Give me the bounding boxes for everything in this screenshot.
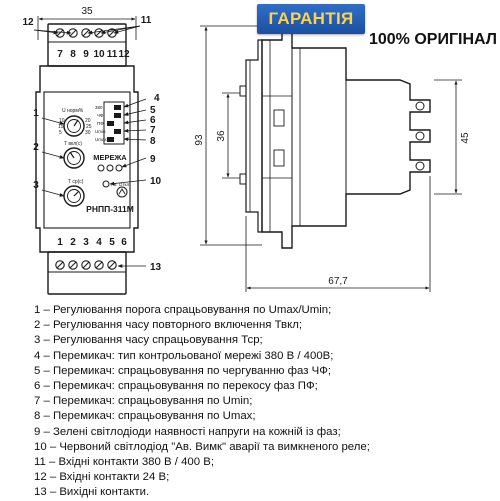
led-phase-2 xyxy=(106,164,114,172)
knob-u xyxy=(63,115,85,137)
callout-12: 12 xyxy=(22,17,34,28)
callout-1: 1 xyxy=(33,108,39,119)
terminal-number: 10 xyxy=(93,49,105,60)
terminal-number: 1 xyxy=(57,237,63,248)
terminal-number: 8 xyxy=(70,49,76,60)
u-tick: 10 xyxy=(59,118,65,124)
terminal-number: 2 xyxy=(70,237,76,248)
callout-4: 4 xyxy=(154,93,160,104)
u-tick: 15 xyxy=(58,124,64,130)
width-dimension-label: 35 xyxy=(81,6,93,17)
legend-item: 8 – Перемикач: спрацьовування по Umax; xyxy=(34,410,256,423)
bottom-terminal-numbers: 1 2 3 4 5 6 xyxy=(57,237,127,248)
bottom-screw-row xyxy=(55,260,117,270)
legend-item: 5 – Перемикач: спрацьовування по чергува… xyxy=(34,364,332,377)
side-view xyxy=(200,19,462,292)
switch-label: Umin xyxy=(95,129,106,134)
legend-item: 12 – Вхідні контакти 24 В; xyxy=(34,471,170,484)
legend-item: 10 – Червоний світлодіод "Ав. Вимк" авар… xyxy=(34,440,370,453)
switch-label: Umax xyxy=(95,137,108,142)
dip-switches xyxy=(107,105,121,142)
terminal-number: 7 xyxy=(57,49,63,60)
legend-item: 9 – Зелені світлодіоди наявності напруги… xyxy=(34,425,341,438)
u-tick: 20 xyxy=(85,118,91,124)
model-label: РНПП-311М xyxy=(86,204,134,214)
legend-list: 1 – Регулювання порога спрацьовування по… xyxy=(34,303,494,501)
led-fault xyxy=(102,180,110,188)
legend-item: 3 – Регулювання часу спрацьовування Тср; xyxy=(34,334,263,347)
u-tick: 30 xyxy=(85,130,91,136)
callout-5: 5 xyxy=(150,105,156,116)
led-phase-1 xyxy=(97,164,105,172)
u-tick: 25 xyxy=(86,124,92,130)
mains-label: МЕРЕЖА xyxy=(93,153,127,162)
terminal-number: 4 xyxy=(96,237,102,248)
callout-10: 10 xyxy=(150,176,162,187)
callout-9: 9 xyxy=(150,154,156,165)
panel-u-label: U норм% xyxy=(62,108,84,114)
legend-item: 11 – Вхідні контакти 380 В / 400 В; xyxy=(34,456,215,469)
terminal-number: 6 xyxy=(121,237,127,248)
legend-item: 4 – Перемикач: тип контрольованої мережі… xyxy=(34,349,334,362)
legend-item: 7 – Перемикач: спрацьовування по Umin; xyxy=(34,395,253,408)
legend-item: 2 – Регулювання часу повторного включенн… xyxy=(34,319,303,332)
guarantee-badge: ГАРАНТІЯ xyxy=(257,4,365,34)
legend-item: 6 – Перемикач: спрацьовування по перекос… xyxy=(34,380,318,393)
top-terminal-numbers: 7 8 9 10 11 12 xyxy=(57,49,130,60)
legend-item: 13 – Вихідні контакти. xyxy=(34,486,150,499)
right-dimension-label: 45 xyxy=(460,132,471,144)
switch-label: 380 xyxy=(95,105,103,110)
legend-item: 1 – Регулювання порога спрацьовування по… xyxy=(34,304,332,316)
original-badge: 100% ОРИГІНАЛ xyxy=(368,31,497,48)
panel-t-sr-label: T ср(с) xyxy=(68,179,84,185)
depth-dimension-label: 67,7 xyxy=(328,276,348,287)
front-view xyxy=(33,16,147,295)
terminal-number: 12 xyxy=(118,49,130,60)
callout-11: 11 xyxy=(141,15,152,26)
terminal-number: 3 xyxy=(83,237,89,248)
callout-3: 3 xyxy=(33,180,39,191)
callout-2: 2 xyxy=(33,142,39,153)
brand-logo xyxy=(116,186,128,198)
terminal-number: 11 xyxy=(107,49,118,60)
u-tick: 5 xyxy=(59,130,62,136)
terminal-number: 5 xyxy=(109,237,115,248)
callout-8: 8 xyxy=(150,136,156,147)
fault-label: Ав. Откл. xyxy=(111,182,130,187)
callout-6: 6 xyxy=(150,115,156,126)
switch-label: ЧФ xyxy=(97,113,104,118)
inner-dimension-label: 36 xyxy=(216,130,227,142)
height-dimension-label: 93 xyxy=(194,134,205,146)
panel-t-on-label: T вкл(с) xyxy=(64,141,82,147)
callout-13: 13 xyxy=(150,262,162,273)
callout-7: 7 xyxy=(150,125,156,136)
led-phase-3 xyxy=(115,164,123,172)
switch-label: ПФ xyxy=(97,121,104,126)
terminal-number: 9 xyxy=(83,49,89,60)
